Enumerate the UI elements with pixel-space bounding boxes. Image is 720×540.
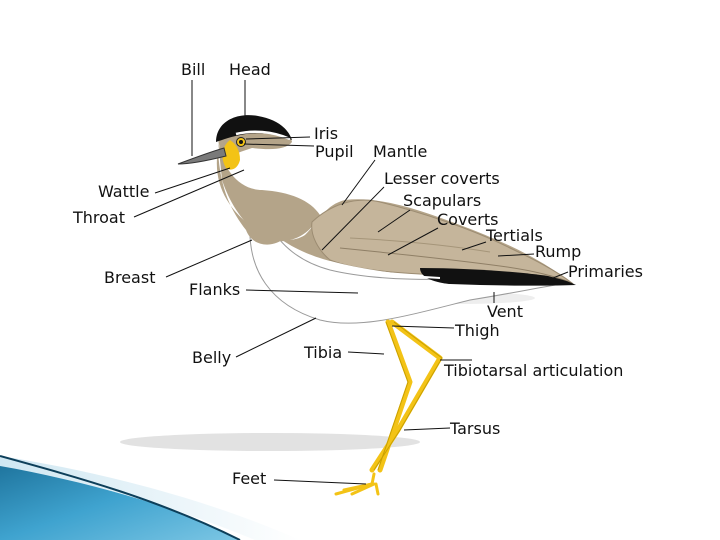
- primaries-shape: [420, 268, 576, 286]
- leader-thigh: [391, 325, 455, 329]
- leader-flanks: [245, 289, 359, 294]
- leader-belly: [235, 317, 317, 358]
- corner-swoosh-edge: [0, 455, 241, 540]
- leader-breast: [165, 239, 253, 278]
- label-tarsus: Tarsus: [450, 419, 501, 438]
- wattle-shape: [222, 140, 240, 170]
- wing-feather-line: [349, 237, 491, 253]
- label-vent: Vent: [487, 302, 523, 321]
- leader-coverts: [387, 227, 439, 256]
- white-eye-stripe: [235, 130, 291, 141]
- leader-scapulars: [377, 209, 411, 233]
- wing-feather-line: [339, 247, 573, 284]
- label-iris: Iris: [314, 124, 339, 143]
- label-feet: Feet: [232, 469, 267, 488]
- label-primaries: Primaries: [568, 262, 643, 281]
- leader-iris: [245, 136, 311, 140]
- leader-feet: [273, 479, 367, 485]
- leader-mantle: [341, 159, 376, 206]
- label-tibiotarsal: Tibiotarsal articulation: [444, 361, 624, 380]
- ground-shadow: [120, 433, 420, 451]
- label-flanks: Flanks: [189, 280, 241, 299]
- label-belly: Belly: [192, 348, 232, 367]
- label-bill: Bill: [181, 60, 206, 79]
- leader-primaries: [547, 271, 569, 281]
- label-tertials: Tertials: [486, 226, 543, 245]
- leader-throat: [133, 169, 245, 218]
- leader-tarsus: [403, 427, 451, 431]
- label-coverts: Coverts: [437, 210, 499, 229]
- label-thigh: Thigh: [455, 321, 500, 340]
- label-wattle: Wattle: [98, 182, 150, 201]
- label-throat: Throat: [73, 208, 126, 227]
- label-breast: Breast: [104, 268, 156, 287]
- label-scapulars: Scapulars: [403, 191, 482, 210]
- neck-shape: [218, 140, 320, 242]
- leader-tibia: [347, 351, 385, 355]
- pupil-shape: [239, 140, 243, 144]
- bill-shape: [177, 147, 227, 165]
- label-lesser-coverts: Lesser coverts: [384, 169, 500, 188]
- leader-lesser-coverts: [321, 186, 385, 251]
- leader-rump: [497, 253, 535, 257]
- label-head: Head: [229, 60, 271, 79]
- label-tibia: Tibia: [304, 343, 343, 362]
- wing-bar: [329, 261, 441, 279]
- feet-shape: [334, 472, 380, 496]
- leader-tertials: [461, 241, 487, 251]
- label-pupil: Pupil: [315, 142, 354, 161]
- black-cap: [216, 115, 292, 142]
- label-mantle: Mantle: [373, 142, 428, 161]
- label-rump: Rump: [535, 242, 582, 261]
- leader-pupil: [243, 143, 315, 147]
- leg-outlines: [373, 321, 443, 471]
- belly-shape: [249, 224, 571, 324]
- leader-wattle: [154, 167, 231, 194]
